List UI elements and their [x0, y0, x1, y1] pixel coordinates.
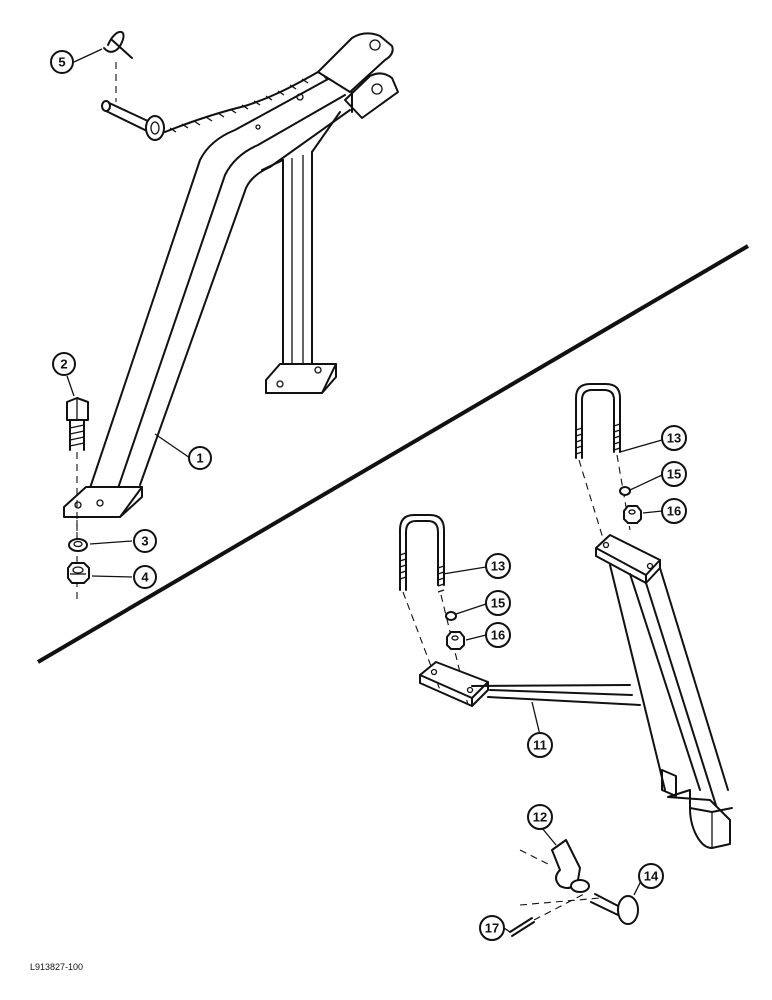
- callout-16-left-label: 16: [491, 628, 505, 643]
- callout-11: 11: [527, 732, 553, 758]
- rear-leg: [265, 151, 337, 394]
- lock-washer-right: [619, 486, 631, 496]
- hair-pin-clip: [103, 30, 133, 102]
- callout-17: 17: [479, 915, 505, 941]
- callout-15-left: 15: [485, 590, 511, 616]
- callout-3: 3: [133, 529, 157, 553]
- callout-14: 14: [638, 863, 664, 889]
- callout-13-left: 13: [485, 553, 511, 579]
- bolt: [66, 397, 89, 600]
- callout-5-label: 5: [58, 55, 65, 70]
- hex-nut: [67, 562, 90, 584]
- hex-nut-right: [623, 505, 642, 524]
- callout-16-left: 16: [485, 622, 511, 648]
- callout-5: 5: [50, 50, 74, 74]
- retaining-clip: [519, 839, 601, 906]
- callout-4-label: 4: [141, 570, 149, 585]
- cotter-pin: [509, 892, 587, 937]
- section-divider: [36, 244, 750, 664]
- callout-1-label: 1: [196, 451, 203, 466]
- callout-15-right-label: 15: [667, 467, 681, 482]
- clevis-bracket: [317, 32, 399, 119]
- hex-nut-left: [446, 631, 465, 650]
- callout-15-right: 15: [661, 461, 687, 487]
- jack-stand-assembly: [63, 30, 399, 600]
- callout-16-right-label: 16: [667, 504, 681, 519]
- pin-and-chain: [101, 71, 319, 141]
- callout-14-label: 14: [644, 869, 659, 884]
- callout-2: 2: [52, 352, 76, 376]
- y-stand-assembly: [399, 383, 733, 937]
- callout-4: 4: [133, 565, 157, 589]
- callout-12-label: 12: [533, 810, 547, 825]
- lock-washer-left: [445, 611, 457, 621]
- lock-washer: [68, 538, 88, 552]
- callout-17-label: 17: [485, 921, 499, 936]
- callout-13-right: 13: [661, 425, 687, 451]
- callout-13-left-label: 13: [491, 559, 505, 574]
- figure-reference-id: L913827-100: [30, 962, 83, 972]
- callout-16-right: 16: [661, 498, 687, 524]
- main-tube: [63, 72, 351, 518]
- callout-1: 1: [188, 446, 212, 470]
- callout-12: 12: [527, 804, 553, 830]
- callout-13-right-label: 13: [667, 431, 681, 446]
- callout-3-label: 3: [141, 534, 148, 549]
- y-frame: [419, 534, 733, 849]
- callout-11-label: 11: [533, 738, 547, 753]
- callout-2-label: 2: [60, 357, 67, 372]
- callout-15-left-label: 15: [491, 596, 505, 611]
- u-bolt-right: [575, 383, 631, 546]
- callout-leaders: [66, 48, 663, 933]
- clevis-pin: [590, 893, 639, 925]
